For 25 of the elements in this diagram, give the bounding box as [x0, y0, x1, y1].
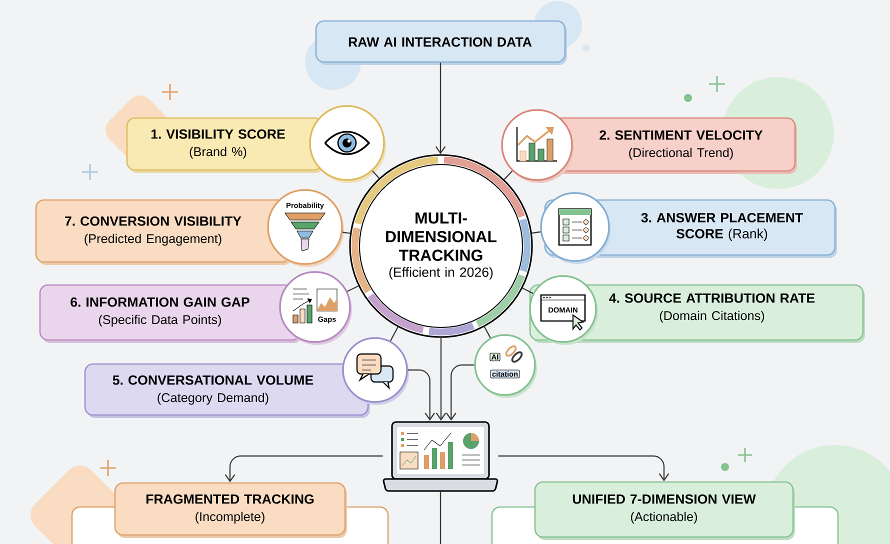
connector-line [484, 326, 491, 338]
eye-icon [309, 105, 386, 183]
metric-box: 5. CONVERSATIONAL VOLUME (Category Demand) [84, 363, 370, 418]
arrow [436, 338, 446, 421]
arrow [446, 364, 474, 421]
chat-icon [342, 337, 409, 405]
connector-line [342, 232, 350, 234]
laptop-drawing [382, 421, 498, 492]
arrow [224, 455, 383, 482]
connector-line [440, 491, 442, 544]
connector-line [390, 326, 398, 342]
trend-chart-icon [501, 109, 574, 183]
arrow [498, 455, 670, 482]
connector-line [504, 170, 513, 180]
outcome-box: FRAGMENTED TRACKING (Incomplete) [114, 482, 347, 538]
outcome-box: UNIFIED 7-DIMENSION VIEW (Actionable) [534, 481, 795, 540]
connector-line [347, 285, 359, 292]
checklist-icon [540, 192, 611, 264]
connector-line [372, 170, 380, 179]
metric-box: 6. INFORMATION GAIN GAP (Specific Data Points) [39, 284, 302, 343]
arrow [408, 369, 435, 421]
metric-box: 1. VISIBILITY SCORE (Brand %) [126, 117, 324, 173]
arrow [435, 62, 446, 154]
connector-line [532, 231, 541, 234]
connector-line [522, 288, 534, 294]
